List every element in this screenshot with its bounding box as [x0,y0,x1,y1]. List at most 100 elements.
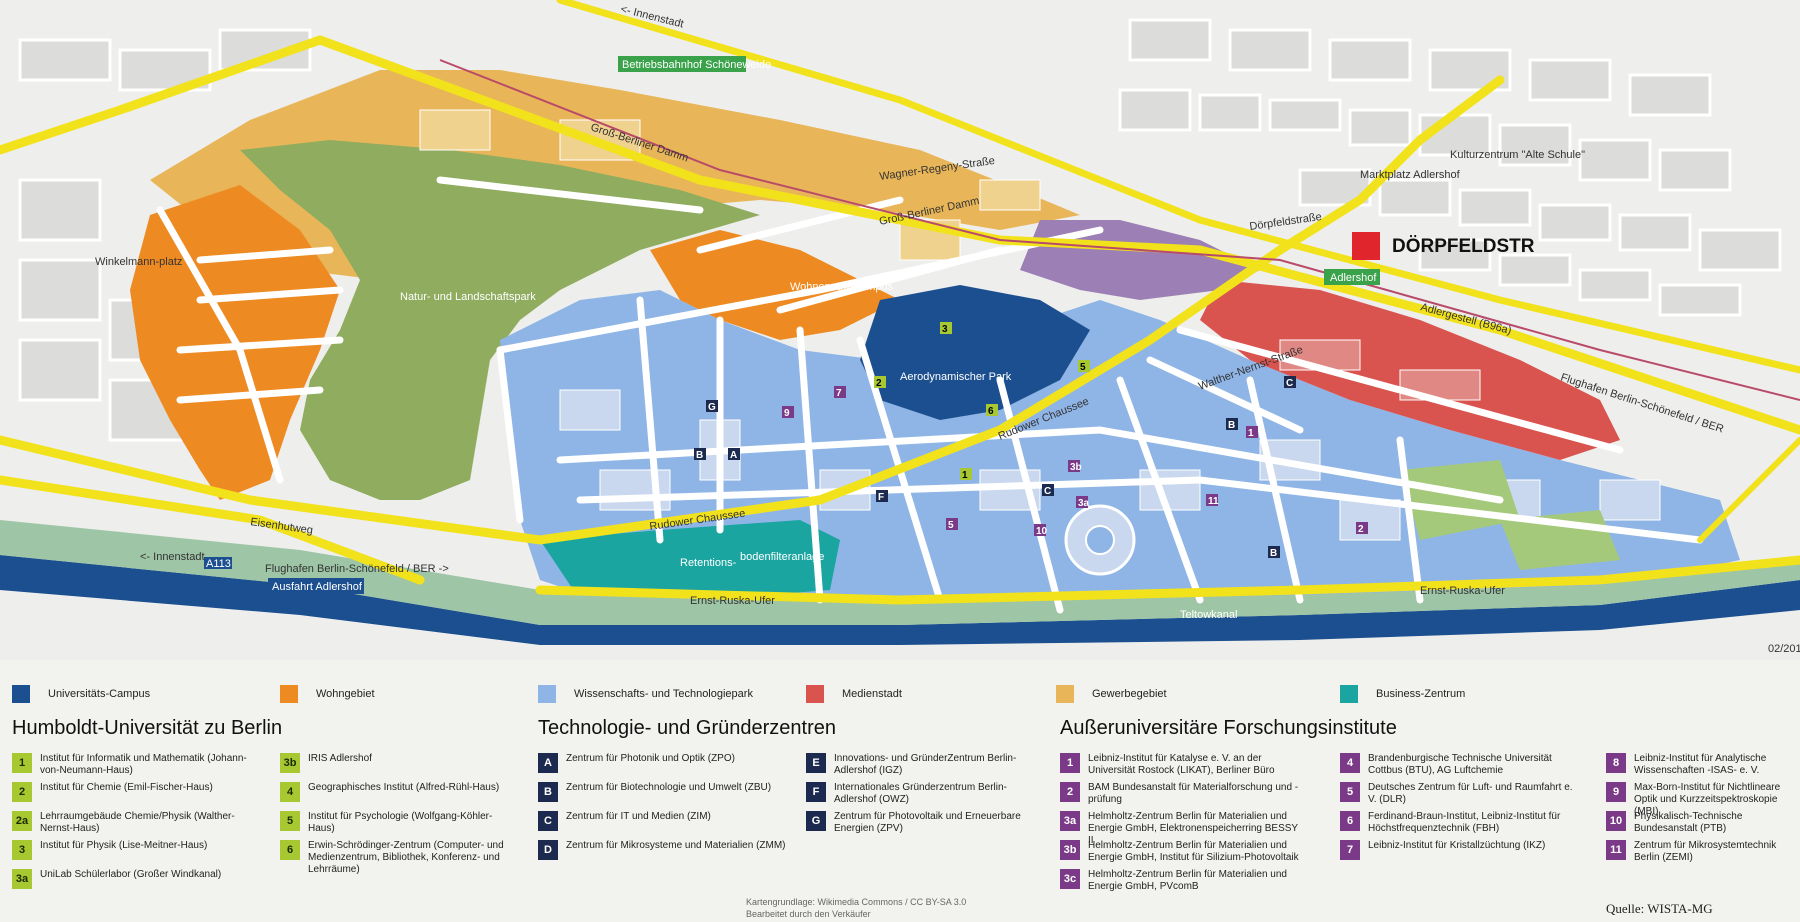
swatch-label: Universitäts-Campus [48,688,151,700]
legend-badge: 1 [1060,753,1080,773]
street-label: Teltowkanal [1180,609,1237,621]
place-label: Winkelmann-platz [95,256,182,268]
ausfahrt-tag [268,578,364,594]
source-label: Quelle: WISTA-MG [1606,901,1713,916]
svg-text:G: G [708,402,716,413]
legend-item-text: Physikalisch-Technische Bundesanstalt (P… [1634,811,1743,834]
footer-edited: Bearbeitet durch den Verkäufer [746,909,871,919]
railway [439,59,1800,401]
legend-item-text: UniLab Schülerlabor (Großer Windkanal) [40,869,222,880]
svg-text:B: B [696,450,703,461]
swatch-color [1340,685,1358,703]
legend-item: 7 Leibniz-Institut für Kristallzüchtung (… [1340,840,1580,860]
zone-landschaftspark [240,140,760,500]
legend-badge: 7 [1340,840,1360,860]
street-label: <- Innenstadt [140,551,205,563]
zone-business-zentrum [540,520,840,600]
place-label: Kulturzentrum "Alte Schule" [1450,149,1585,161]
legend-badge: 1 [12,753,32,773]
svg-text:7: 7 [836,388,842,399]
svg-text:A: A [730,450,737,461]
legend-badge: 10 [1606,811,1626,831]
place-label: Natur- und Landschaftspark [400,291,536,303]
legend-badge: 6 [1340,811,1360,831]
svg-text:2: 2 [1358,524,1364,535]
svg-text:11: 11 [1208,496,1219,507]
legend-item: 3a UniLab Schülerlabor (Großer Windkanal) [12,869,252,889]
svg-text:B: B [1228,420,1235,431]
legend-swatch: Gewerbegebiet [1056,685,1167,703]
legend-item: 6 Ferdinand-Braun-Institut, Leibniz-Insti… [1340,811,1580,835]
roads-yellow [0,0,1800,605]
campus-map[interactable]: Rudower Chaussee Rudower Chaussee Groß-B… [0,0,1800,660]
svg-text:3: 3 [942,324,948,335]
place-label: Aerodynamischer Park [900,371,1012,383]
svg-text:6: 6 [988,406,994,417]
hu-title: Humboldt-Universität zu Berlin [12,717,283,739]
legend-item-text: Institut für Physik (Lise-Meitner-Haus) [40,840,208,851]
place-label: Retentions- [680,557,737,569]
betriebsbahnhof-tag [618,56,746,72]
swatch-label: Wissenschafts- und Technologiepark [574,688,753,700]
swatch-color [12,685,30,703]
legend-item: 4 Geographisches Institut (Alfred-Rühl-Ha… [280,782,510,802]
legend-swatch: Medienstadt [806,685,902,703]
zone-universitaets-campus [860,285,1090,420]
swatch-label: Medienstadt [842,688,902,700]
legend-item-text: Lehrraumgebäude Chemie/Physik (Walther-N… [40,811,235,834]
adlershof-station-tag [1324,269,1380,285]
svg-text:1: 1 [962,470,968,481]
legend-badge: 5 [1340,782,1360,802]
swatch-label: Business-Zentrum [1376,688,1466,700]
legend-item-text: Helmholtz-Zentrum Berlin für Materialien… [1088,840,1299,863]
surrounding-city-blocks [18,18,1782,442]
legend-item: 1 Leibniz-Institut für Katalyse e. V. an … [1060,753,1300,777]
roads-white [156,176,1704,614]
place-label: Wohnen am Campus [790,281,894,293]
legend-badge: 2a [12,811,32,831]
legend-badge: 4 [280,782,300,802]
highlight-marker[interactable] [1352,232,1380,260]
legend-item-text: Helmholtz-Zentrum Berlin für Materialien… [1088,869,1287,892]
legend-item-text: Innovations- und GründerZentrum Berlin-A… [834,753,1017,776]
legend-item-text: Erwin-Schrödinger-Zentrum (Computer- und… [308,840,504,875]
street-label: Ernst-Ruska-Ufer [1420,585,1505,597]
highlight-label: DÖRPFELDSTR [1392,236,1535,257]
legend-item-text: Leibniz-Institut für Kristallzüchtung (I… [1368,840,1546,851]
place-label: bodenfilteranlage [740,551,824,563]
place-label: Marktplatz Adlershof [1360,169,1461,181]
svg-text:C: C [1286,378,1293,389]
map-canvas: Rudower Chaussee Rudower Chaussee Groß-B… [0,0,1800,655]
teltowkanal-water [0,555,1800,645]
legend-swatch: Business-Zentrum [1340,685,1465,703]
legend-badge: 3c [1060,869,1080,889]
legend-badge: 3a [12,869,32,889]
legend-item-text: Ferdinand-Braun-Institut, Leibniz-Instit… [1368,811,1561,834]
legend-item-text: Helmholtz-Zentrum Berlin für Materialien… [1088,811,1298,846]
legend-item-text: Leibniz-Institut für Katalyse e. V. an d… [1088,753,1275,776]
legend-swatch: Universitäts-Campus [12,685,150,703]
legend-item: 10 Physikalisch-Technische Bundesanstalt … [1606,811,1796,835]
svg-text:10: 10 [1036,526,1048,537]
legend-badge: 2 [1060,782,1080,802]
svg-text:5: 5 [948,520,954,531]
svg-text:C: C [1044,486,1051,497]
svg-text:2: 2 [876,378,882,389]
legend-badge: F [806,782,826,802]
legend-item-text: Geographisches Institut (Alfred-Rühl-Hau… [308,782,500,793]
